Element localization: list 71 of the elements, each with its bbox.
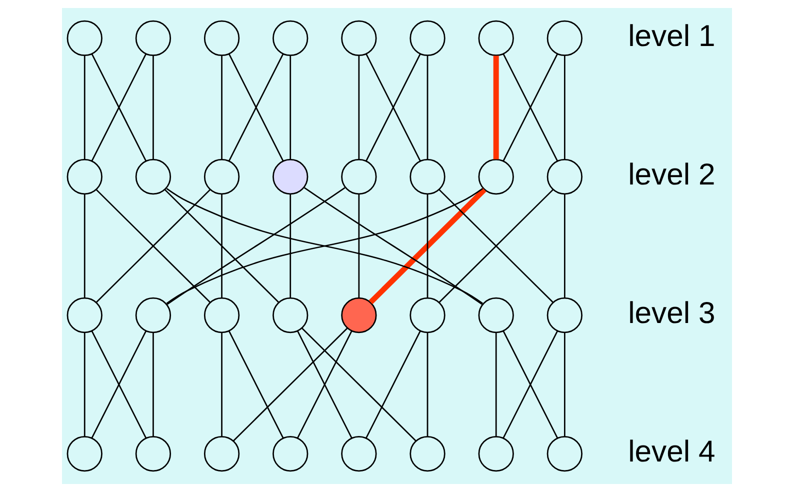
node-circle	[546, 158, 582, 195]
connector	[495, 332, 497, 436]
connector	[221, 332, 222, 436]
connector	[152, 56, 154, 160]
node-circle	[341, 436, 377, 472]
connector	[166, 188, 484, 304]
node-circle	[341, 297, 377, 334]
node-circle	[341, 20, 377, 56]
connector	[564, 194, 566, 298]
connector	[366, 54, 421, 162]
connector	[368, 188, 486, 304]
label: level 3	[628, 296, 716, 330]
connector	[164, 189, 280, 303]
label: level 4	[628, 435, 716, 468]
connector	[438, 189, 554, 303]
connector	[290, 194, 292, 298]
node-circle	[272, 158, 308, 195]
connector	[564, 332, 566, 436]
node-circle	[66, 158, 102, 195]
node-circle	[478, 158, 514, 195]
connector	[166, 187, 346, 305]
connector	[290, 56, 292, 160]
node-circle	[341, 158, 377, 195]
connector	[426, 332, 428, 436]
node-circle	[272, 297, 308, 334]
node-circle	[410, 436, 446, 472]
node-circle	[410, 297, 446, 334]
node-circle	[546, 436, 582, 472]
connector	[304, 187, 483, 305]
node-circle	[410, 158, 446, 195]
connector	[302, 328, 416, 442]
connector	[96, 189, 211, 303]
connector	[358, 194, 360, 298]
node-circle	[272, 20, 308, 56]
connector	[297, 330, 352, 438]
node-circle	[204, 20, 240, 56]
connector	[358, 56, 360, 160]
connector	[564, 56, 566, 160]
connector	[426, 56, 428, 160]
connector	[366, 330, 421, 438]
node-circle	[66, 20, 102, 56]
node-circle	[135, 20, 172, 56]
connector	[426, 194, 428, 298]
label: level 2	[628, 158, 716, 192]
node-circle	[410, 20, 446, 56]
connector	[84, 332, 86, 436]
connector	[152, 332, 154, 436]
connector	[502, 330, 558, 438]
node-circle	[66, 297, 102, 334]
connector	[221, 56, 222, 160]
node-circle	[204, 297, 240, 334]
connector	[493, 56, 499, 160]
node-circle	[546, 20, 582, 56]
node-circle	[204, 436, 240, 472]
connector	[232, 328, 348, 442]
node-circle	[478, 297, 514, 334]
node-circle	[478, 436, 514, 472]
connector	[228, 330, 284, 438]
node-circle	[204, 158, 240, 195]
node-circle	[546, 297, 582, 334]
node-circle	[66, 436, 102, 472]
node-circle	[135, 436, 172, 472]
node-circle	[272, 436, 308, 472]
connector	[221, 194, 222, 298]
connector	[502, 54, 558, 162]
label: level 1	[628, 20, 716, 53]
connector	[84, 56, 86, 160]
node-circle	[478, 20, 514, 56]
node-circle	[135, 158, 172, 195]
node-circle	[135, 297, 172, 334]
connector	[84, 194, 86, 298]
